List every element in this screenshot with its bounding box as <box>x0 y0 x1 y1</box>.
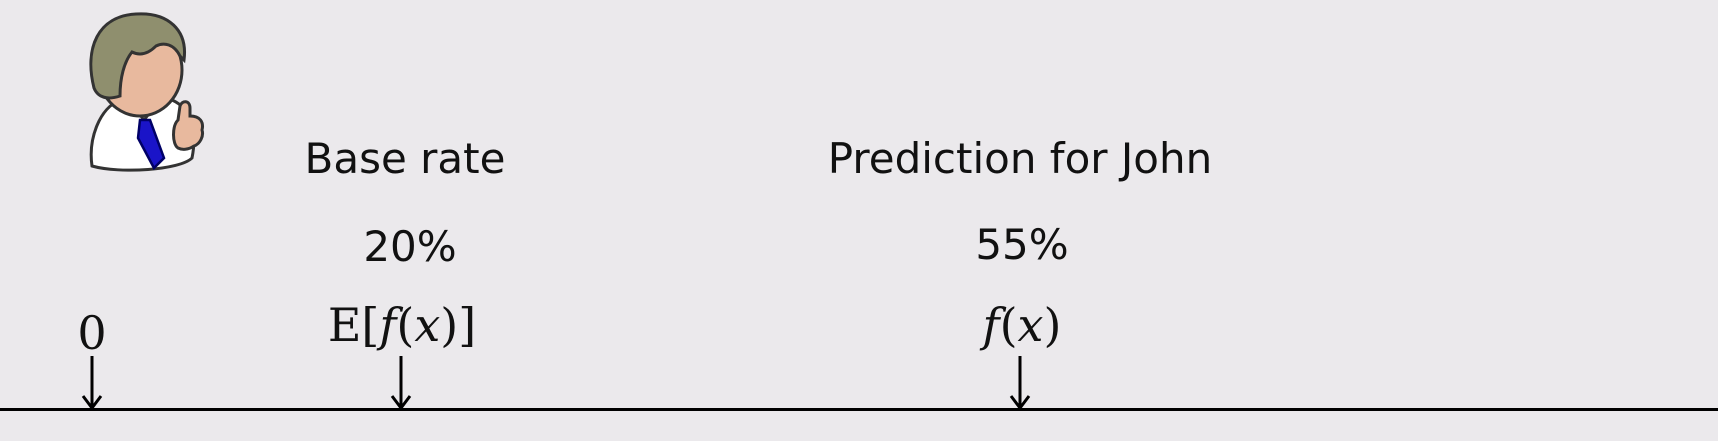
base-rate-caption: Base rate <box>304 134 506 183</box>
math-open-paren: ( <box>999 298 1018 352</box>
base-rate-math: E[f(x)] <box>328 302 476 348</box>
prediction-value: 55% <box>975 220 1069 269</box>
zero-arrow-icon <box>81 356 103 410</box>
math-open-paren: ( <box>396 298 415 352</box>
base-rate-arrow-icon <box>390 356 412 410</box>
person-thumbs-up-icon <box>89 12 204 172</box>
math-function: f <box>982 298 1000 352</box>
math-variable: x <box>1017 298 1044 352</box>
math-close-paren: )] <box>440 298 477 352</box>
zero-math: 0 <box>77 306 107 360</box>
math-expectation: E[ <box>327 298 380 352</box>
baseline-axis <box>0 408 1718 411</box>
zero-label: 0 <box>77 310 106 356</box>
prediction-caption: Prediction for John <box>827 134 1213 183</box>
prediction-arrow-icon <box>1009 356 1031 410</box>
base-rate-value: 20% <box>363 222 457 271</box>
math-variable: x <box>414 298 441 352</box>
math-close-paren: ) <box>1043 298 1062 352</box>
math-function: f <box>379 298 397 352</box>
prediction-math: f(x) <box>983 302 1062 348</box>
